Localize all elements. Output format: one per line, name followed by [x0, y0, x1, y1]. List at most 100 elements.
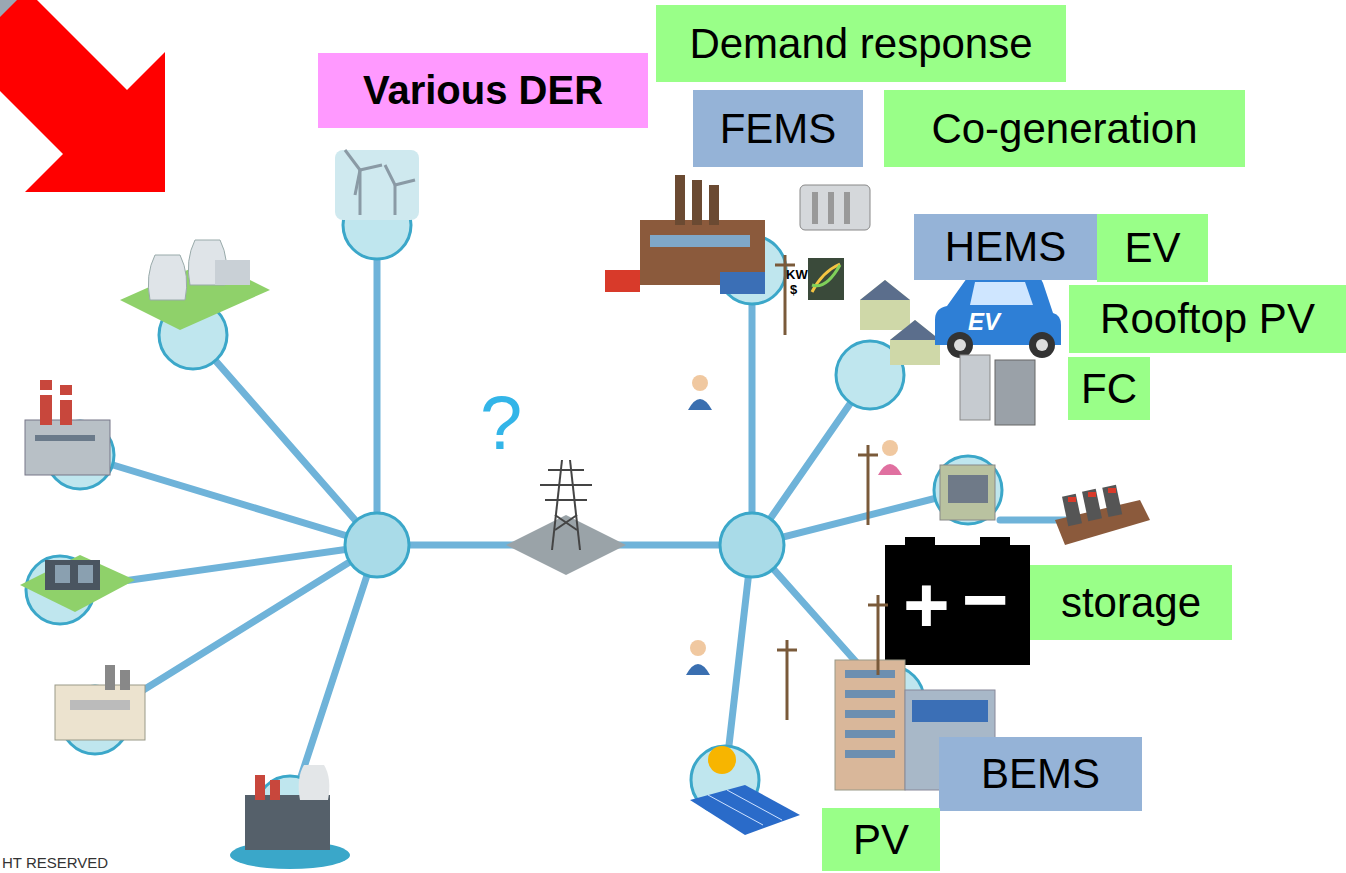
- pv-panel-part: [690, 785, 800, 835]
- thermal-plant-part: [105, 665, 115, 690]
- der-label-box: EV: [1097, 214, 1208, 282]
- der-label-box: storage: [1030, 565, 1232, 640]
- title-box: Various DER: [318, 53, 648, 128]
- battery-symbol-part: [905, 537, 935, 547]
- office-building-part-part: [845, 670, 895, 678]
- houses-icon-part: [860, 280, 910, 300]
- houses-icon: [860, 280, 940, 365]
- factory-icon-part: [650, 235, 750, 247]
- people-icons-part: [688, 399, 712, 410]
- der-label-box: Rooftop PV: [1069, 285, 1346, 353]
- utility-poles-part: [775, 264, 795, 267]
- thermal-plant-part: [120, 670, 130, 690]
- transmission-tower-part-part: [555, 515, 577, 530]
- plus-sign: +: [903, 565, 950, 645]
- thermal-plant-part: [70, 700, 130, 710]
- end-circles: [26, 191, 1002, 844]
- power-station-part: [299, 765, 330, 800]
- box-text: EV: [1124, 224, 1180, 272]
- houses-icon-part: [860, 280, 910, 330]
- coal-plant-part: [25, 420, 110, 475]
- grid-lines-part: [290, 545, 377, 810]
- kw-chart-icon-part: [812, 264, 840, 292]
- office-building-part: [835, 660, 905, 790]
- ev-car-part: [954, 339, 966, 351]
- storage-building-part: [940, 465, 995, 520]
- kw-label: KW: [786, 268, 808, 281]
- utility-poles-part: [786, 640, 789, 720]
- water-plant-part: [45, 560, 100, 590]
- wind-turbines-part: [394, 185, 397, 215]
- red-arrow: [0, 0, 165, 192]
- fuel-cell-unit-part: [960, 355, 990, 420]
- kw-chart-icon-part: [808, 258, 844, 300]
- utility-poles-part: [868, 604, 888, 607]
- ems-label-box: BEMS: [939, 737, 1142, 811]
- box-text: PV: [853, 816, 909, 864]
- ev-car: [935, 273, 1061, 358]
- coal-plant-part: [60, 395, 72, 400]
- minus-sign: −: [962, 560, 1009, 640]
- water-plant-part: [78, 565, 93, 583]
- box-text: Various DER: [363, 68, 603, 113]
- cogeneration-unit-part: [812, 192, 818, 224]
- pv-panel-part: [708, 790, 782, 825]
- office-building-part-part: [845, 710, 895, 718]
- box-text: Rooftop PV: [1100, 295, 1315, 343]
- grid-lines-part: [80, 455, 377, 545]
- box-text: Co-generation: [931, 105, 1197, 153]
- coal-plant-part: [35, 435, 95, 441]
- dollar-label: $: [790, 283, 797, 296]
- grid-lines: [60, 225, 1080, 810]
- der-label-box: Demand response: [656, 5, 1066, 82]
- factory-icon-part: [605, 270, 640, 292]
- ev-car-part: [1036, 339, 1048, 351]
- factory-icon-part: [720, 272, 765, 294]
- utility-poles-part: [784, 255, 787, 335]
- people-icons-part: [690, 640, 706, 656]
- ev-car-part: [1029, 332, 1055, 358]
- cogeneration-unit-part: [828, 192, 834, 224]
- transmission-tower-part-part: [552, 460, 562, 550]
- utility-poles-part: [858, 454, 878, 457]
- box-text: FC: [1081, 365, 1137, 413]
- wind-turbines-part: [335, 150, 419, 220]
- ev-car-part: [947, 332, 973, 358]
- transmission-tower-part: [506, 515, 626, 575]
- factory-icon: [605, 175, 765, 294]
- grid-lines-part: [749, 270, 756, 545]
- nuclear-plant-part: [148, 255, 186, 300]
- power-station-part: [255, 775, 265, 800]
- factory-icon-part: [709, 185, 719, 225]
- nuclear-plant-part: [215, 260, 250, 285]
- ems-label-box: FEMS: [693, 90, 863, 167]
- utility-poles: [775, 255, 888, 720]
- transmission-tower-part-part: [540, 484, 592, 486]
- office-building-part-part: [845, 690, 895, 698]
- people-icons-part: [686, 664, 710, 675]
- storage-building-part: [1102, 485, 1122, 517]
- people-icons-part: [882, 440, 898, 456]
- grid-lines-part: [374, 225, 381, 545]
- ems-label-box: HEMS: [914, 214, 1097, 280]
- wind-turbines-part: [360, 165, 382, 170]
- coal-plant: [25, 380, 110, 475]
- people-icons: [686, 375, 902, 675]
- der-label-box: PV: [822, 808, 940, 871]
- utility-poles-part: [777, 649, 797, 652]
- box-text: BEMS: [981, 750, 1100, 798]
- houses-icon-part: [890, 320, 940, 340]
- power-station: [230, 765, 350, 869]
- ev-car-part: [970, 282, 1033, 305]
- cogeneration-unit-part: [800, 185, 870, 230]
- storage-building-part: [1108, 488, 1116, 493]
- nuclear-plant: [120, 240, 270, 330]
- office-building-part-part: [845, 750, 895, 758]
- battery-symbol-part: [980, 537, 1010, 547]
- water-plant: [20, 555, 135, 612]
- thermal-plant-part: [55, 685, 145, 740]
- pv-panel: [690, 746, 800, 835]
- transmission-tower: [506, 460, 626, 575]
- houses-icon-part: [890, 320, 940, 365]
- fuel-cell-unit-part: [995, 360, 1035, 425]
